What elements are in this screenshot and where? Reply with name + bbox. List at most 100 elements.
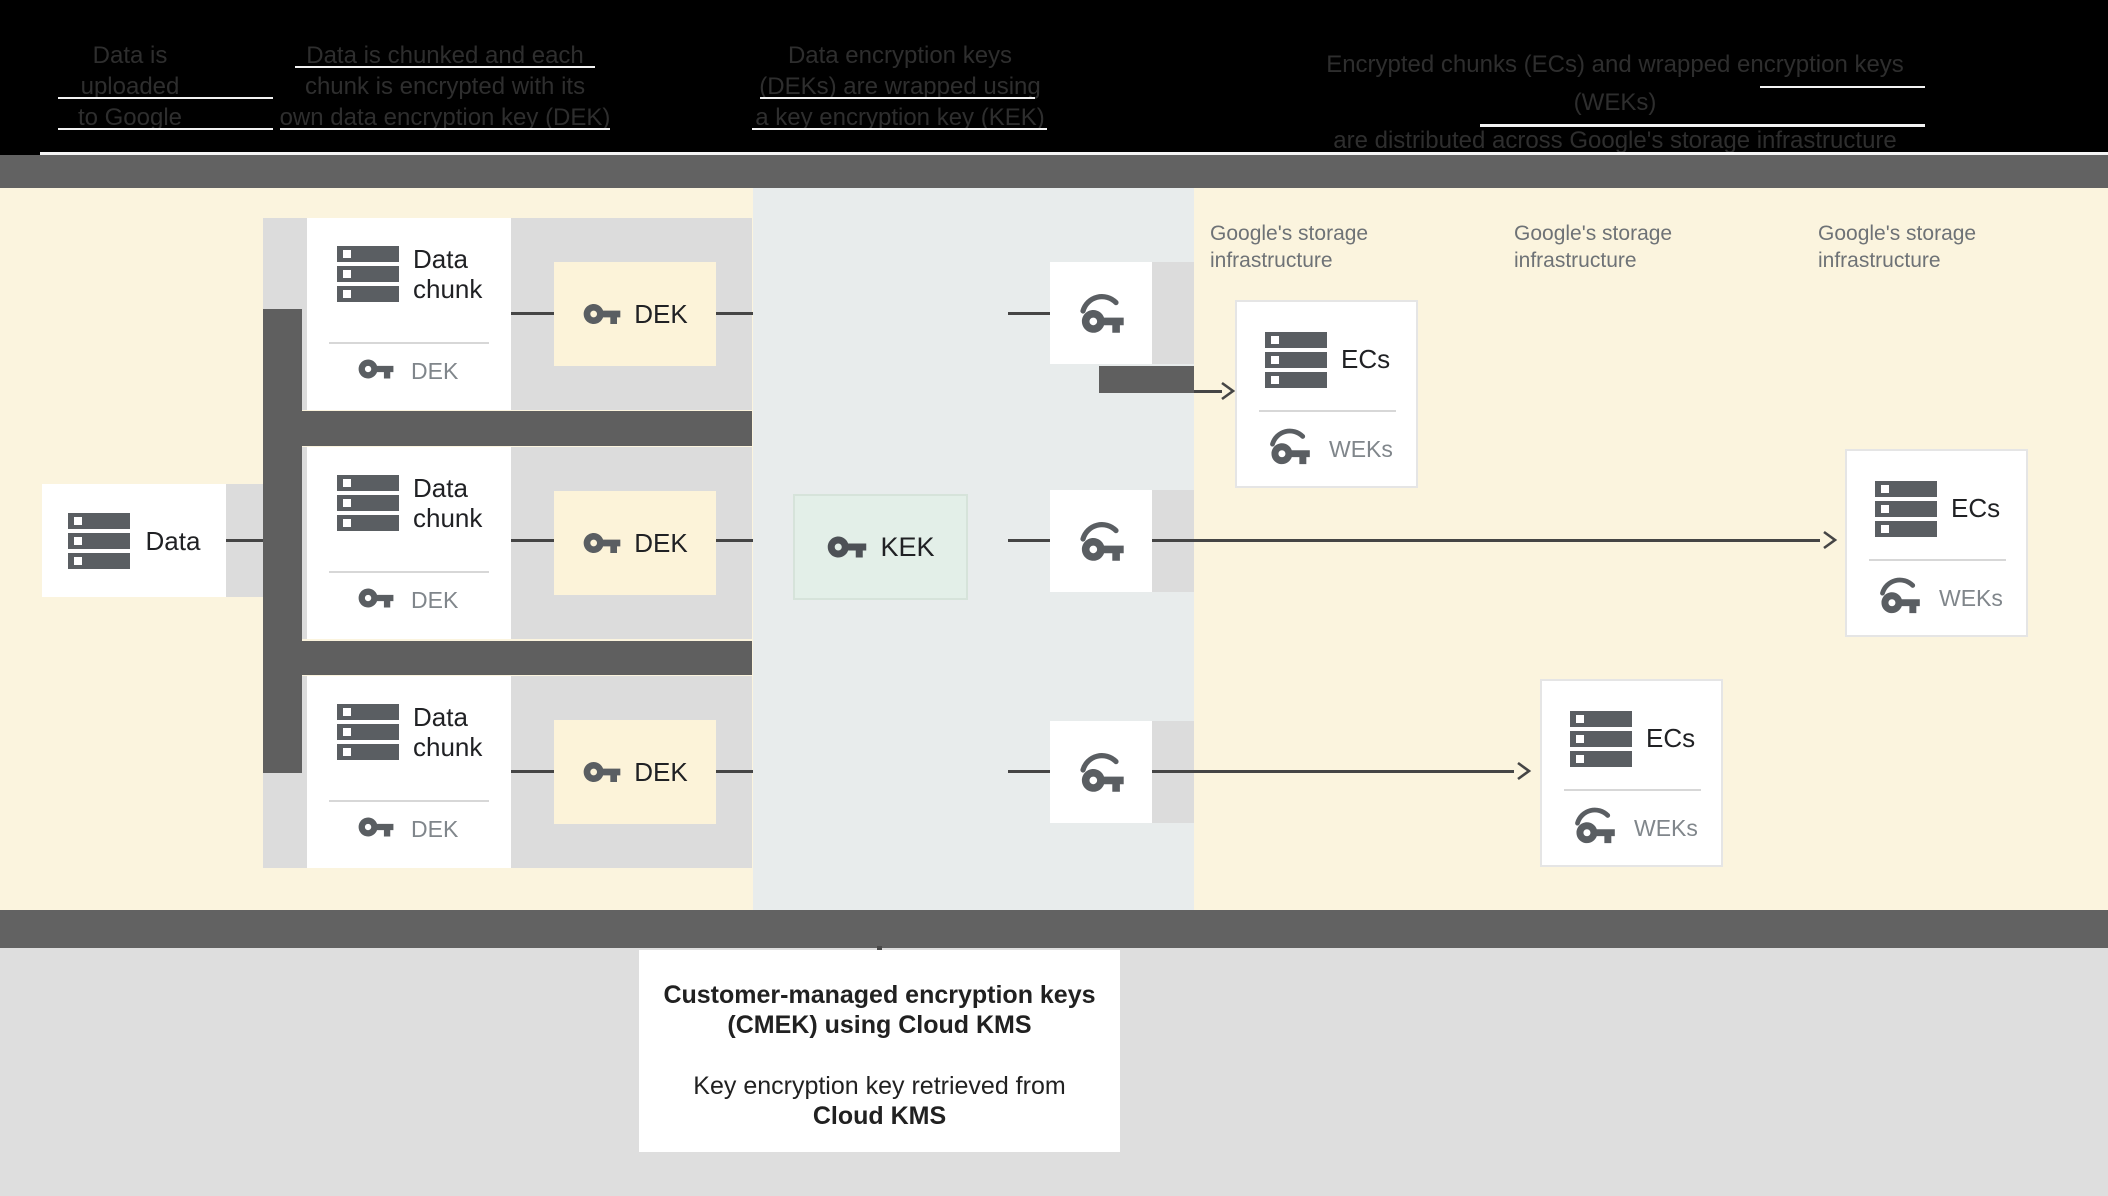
- weks-label: WEKs: [1329, 436, 1393, 462]
- ecs-label: ECs: [1951, 493, 2001, 523]
- caption-title-line1: Customer-managed encryption keys: [663, 981, 1096, 1009]
- line-to-wrapped-key-2: [1008, 539, 1050, 542]
- header-step-2-line2: chunk is encrypted with its: [304, 73, 586, 100]
- weks-label: WEKs: [1634, 815, 1698, 841]
- arrowhead-icon: [1221, 381, 1236, 401]
- key-icon: [358, 359, 394, 379]
- header-step-1: Data is uploaded to Google: [30, 40, 230, 133]
- storage-infrastructure-label-2: Google's storage infrastructure: [1514, 222, 1673, 272]
- branch-bar-2: [263, 641, 752, 675]
- chunk-dek-label: DEK: [411, 587, 459, 613]
- key-icon: [583, 533, 621, 553]
- arrow-shaft-ecs-2: [1152, 539, 1820, 542]
- header-underline: [1760, 86, 1925, 88]
- stored-data-icon: [337, 246, 399, 302]
- line-dek3-out: [716, 770, 753, 773]
- header-step-4-line2: are distributed across Google's storage …: [1333, 127, 1897, 154]
- kek-box-label: KEK: [880, 532, 935, 562]
- dek-box-3: DEK: [554, 720, 716, 824]
- divider: [329, 342, 489, 344]
- divider: [329, 571, 489, 573]
- caption-title-line2: (CMEK) using Cloud KMS: [727, 1011, 1032, 1039]
- key-icon: [358, 817, 394, 837]
- chunk-label: Data chunk: [413, 244, 483, 304]
- storage-infrastructure-label-1: Google's storage infrastructure: [1210, 222, 1369, 272]
- line-chunk1-to-dek1: [511, 312, 555, 315]
- ecs-box-1: ECs WEKs: [1235, 300, 1418, 488]
- arrowhead-icon: [1517, 761, 1532, 781]
- chunk-dek-label: DEK: [411, 816, 459, 842]
- key-icon: [583, 304, 621, 324]
- line-to-wrapped-key-3: [1008, 770, 1050, 773]
- header-step-4: Encrypted chunks (ECs) and wrapped encry…: [1290, 46, 1940, 160]
- wrapped-key-icon: [1080, 294, 1124, 333]
- dek-box-label: DEK: [634, 528, 688, 558]
- header-step-2-line3: own data encryption key (DEK): [279, 104, 611, 131]
- ecs-box-3: ECs WEKs: [1540, 679, 1723, 867]
- data-chunk-box-2: Data chunk DEK: [307, 447, 511, 639]
- wrapped-key-icon: [1880, 577, 1920, 614]
- weks-label: WEKs: [1939, 585, 2003, 611]
- top-divider-band: [0, 155, 2108, 188]
- dek-box-label: DEK: [634, 299, 688, 329]
- header-underline: [58, 97, 273, 99]
- stored-data-icon: [337, 475, 399, 531]
- dek-box-label: DEK: [634, 757, 688, 787]
- line-chunk3-to-dek3: [511, 770, 555, 773]
- data-box-label: Data: [145, 525, 201, 556]
- divider: [1564, 789, 1701, 791]
- key-icon: [583, 762, 621, 782]
- data-box: Data: [42, 484, 226, 597]
- wrapped-key-thick-bar: [1099, 366, 1194, 393]
- branch-bar-1: [263, 411, 752, 446]
- wrapped-key-box-1: [1050, 262, 1152, 364]
- wrapped-key-icon: [1270, 428, 1310, 465]
- divider: [1259, 410, 1396, 412]
- chunk-label: Data chunk: [413, 702, 483, 762]
- header-step-4-line1: Encrypted chunks (ECs) and wrapped encry…: [1326, 51, 1904, 116]
- wrapped-key-icon: [1080, 753, 1124, 792]
- wrapped-key-icon: [1575, 807, 1615, 844]
- line-dek2-out: [716, 539, 753, 542]
- stored-data-icon: [1875, 481, 1937, 537]
- line-dek1-out: [716, 312, 753, 315]
- header-step-2-line1: Data is chunked and each: [306, 42, 584, 69]
- line-chunk2-to-dek2: [511, 539, 555, 542]
- data-chunk-box-3: Data chunk DEK: [307, 676, 511, 868]
- header-underline: [295, 66, 595, 68]
- stored-data-icon: [67, 512, 130, 569]
- divider: [1869, 559, 2006, 561]
- branch-trunk: [263, 309, 302, 773]
- header-underline: [760, 97, 1035, 99]
- header-step-2: Data is chunked and each chunk is encryp…: [270, 40, 620, 133]
- wrapped-key-box-2: [1050, 490, 1152, 592]
- header-step-1-line1: Data is: [92, 42, 168, 69]
- wrapped-key-box-3: [1050, 721, 1152, 823]
- line-data-to-trunk: [224, 539, 264, 542]
- wrapped-key-icon: [1080, 522, 1124, 561]
- caption-spacer: [639, 1040, 1120, 1071]
- data-chunk-box-1: Data chunk DEK: [307, 218, 511, 410]
- wrapped-key-band-1: [1152, 262, 1194, 364]
- ecs-label: ECs: [1341, 344, 1391, 374]
- header-underline: [752, 128, 1047, 130]
- header-underline: [280, 128, 610, 130]
- header-underline: [1480, 124, 1925, 127]
- header-step-3: Data encryption keys (DEKs) are wrapped …: [755, 40, 1045, 133]
- caption-box: Customer-managed encryption keys (CMEK) …: [639, 950, 1120, 1152]
- dek-box-2: DEK: [554, 491, 716, 595]
- kek-box: KEK: [793, 494, 968, 600]
- header-step-1-line3: to Google: [77, 104, 183, 131]
- line-to-wrapped-key-1: [1008, 312, 1050, 315]
- header-step-1-line2: uploaded: [80, 73, 180, 100]
- header-underline: [58, 128, 273, 130]
- arrowhead-icon: [1823, 530, 1838, 550]
- arrow-shaft-ecs-3: [1152, 770, 1514, 773]
- header-step-3-line1: Data encryption keys: [787, 42, 1013, 69]
- dek-box-1: DEK: [554, 262, 716, 366]
- key-icon: [358, 588, 394, 608]
- stored-data-icon: [1265, 332, 1327, 388]
- chunk-dek-label: DEK: [411, 358, 459, 384]
- chunk-label: Data chunk: [413, 473, 483, 533]
- stored-data-icon: [1570, 711, 1632, 767]
